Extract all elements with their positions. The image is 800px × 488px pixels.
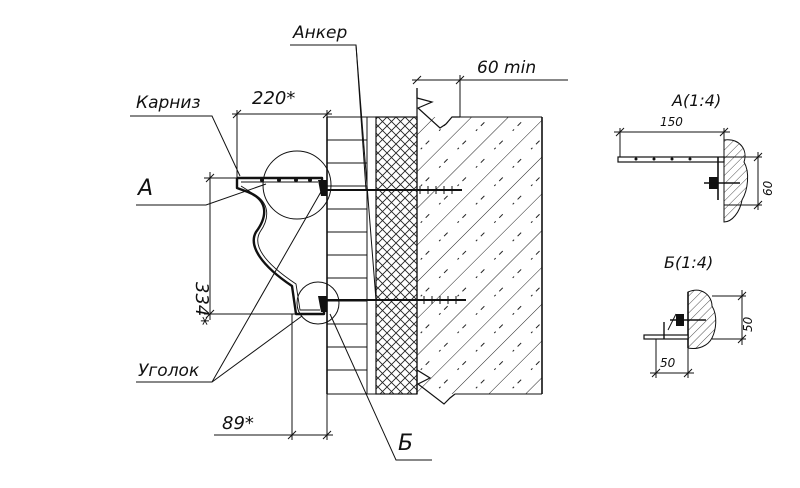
- callout-a-label: А: [136, 176, 153, 201]
- dim-334-label: 334*: [191, 282, 212, 325]
- detail-a-dim-150: 150: [660, 115, 683, 129]
- insulation-layer: [375, 116, 418, 395]
- cornice-profile: [235, 176, 327, 316]
- detail-a-title: А(1:4): [671, 91, 721, 110]
- anchor-top: [322, 186, 462, 194]
- concrete-wall: [416, 88, 543, 405]
- anchor-bottom: [322, 296, 466, 304]
- angle-label: Уголок: [138, 361, 200, 381]
- detail-a: А(1:4) 150 60: [614, 91, 775, 223]
- detail-b-title: Б(1:4): [664, 253, 713, 272]
- cornice-label: Карниз: [136, 93, 200, 113]
- dim-60min-label: 60 min: [477, 58, 536, 78]
- detail-b-dim-50-horizontal: 50: [660, 356, 676, 370]
- anchor-label: Анкер: [292, 23, 347, 43]
- dim-60min: [412, 75, 568, 117]
- dim-220: [232, 109, 332, 178]
- detail-b-circle: [296, 281, 340, 325]
- dim-89: [214, 314, 333, 440]
- dim-334: [204, 172, 296, 320]
- dim-220-label: 220*: [252, 88, 295, 109]
- detail-b: Б(1:4) 50 50: [643, 253, 755, 378]
- callout-b-label: Б: [398, 431, 413, 456]
- detail-b-dim-50-vertical: 50: [741, 316, 755, 332]
- dim-89-label: 89*: [222, 413, 254, 434]
- facade-cladding: [326, 116, 376, 395]
- leaders: [130, 44, 432, 461]
- detail-a-dim-60: 60: [761, 180, 775, 196]
